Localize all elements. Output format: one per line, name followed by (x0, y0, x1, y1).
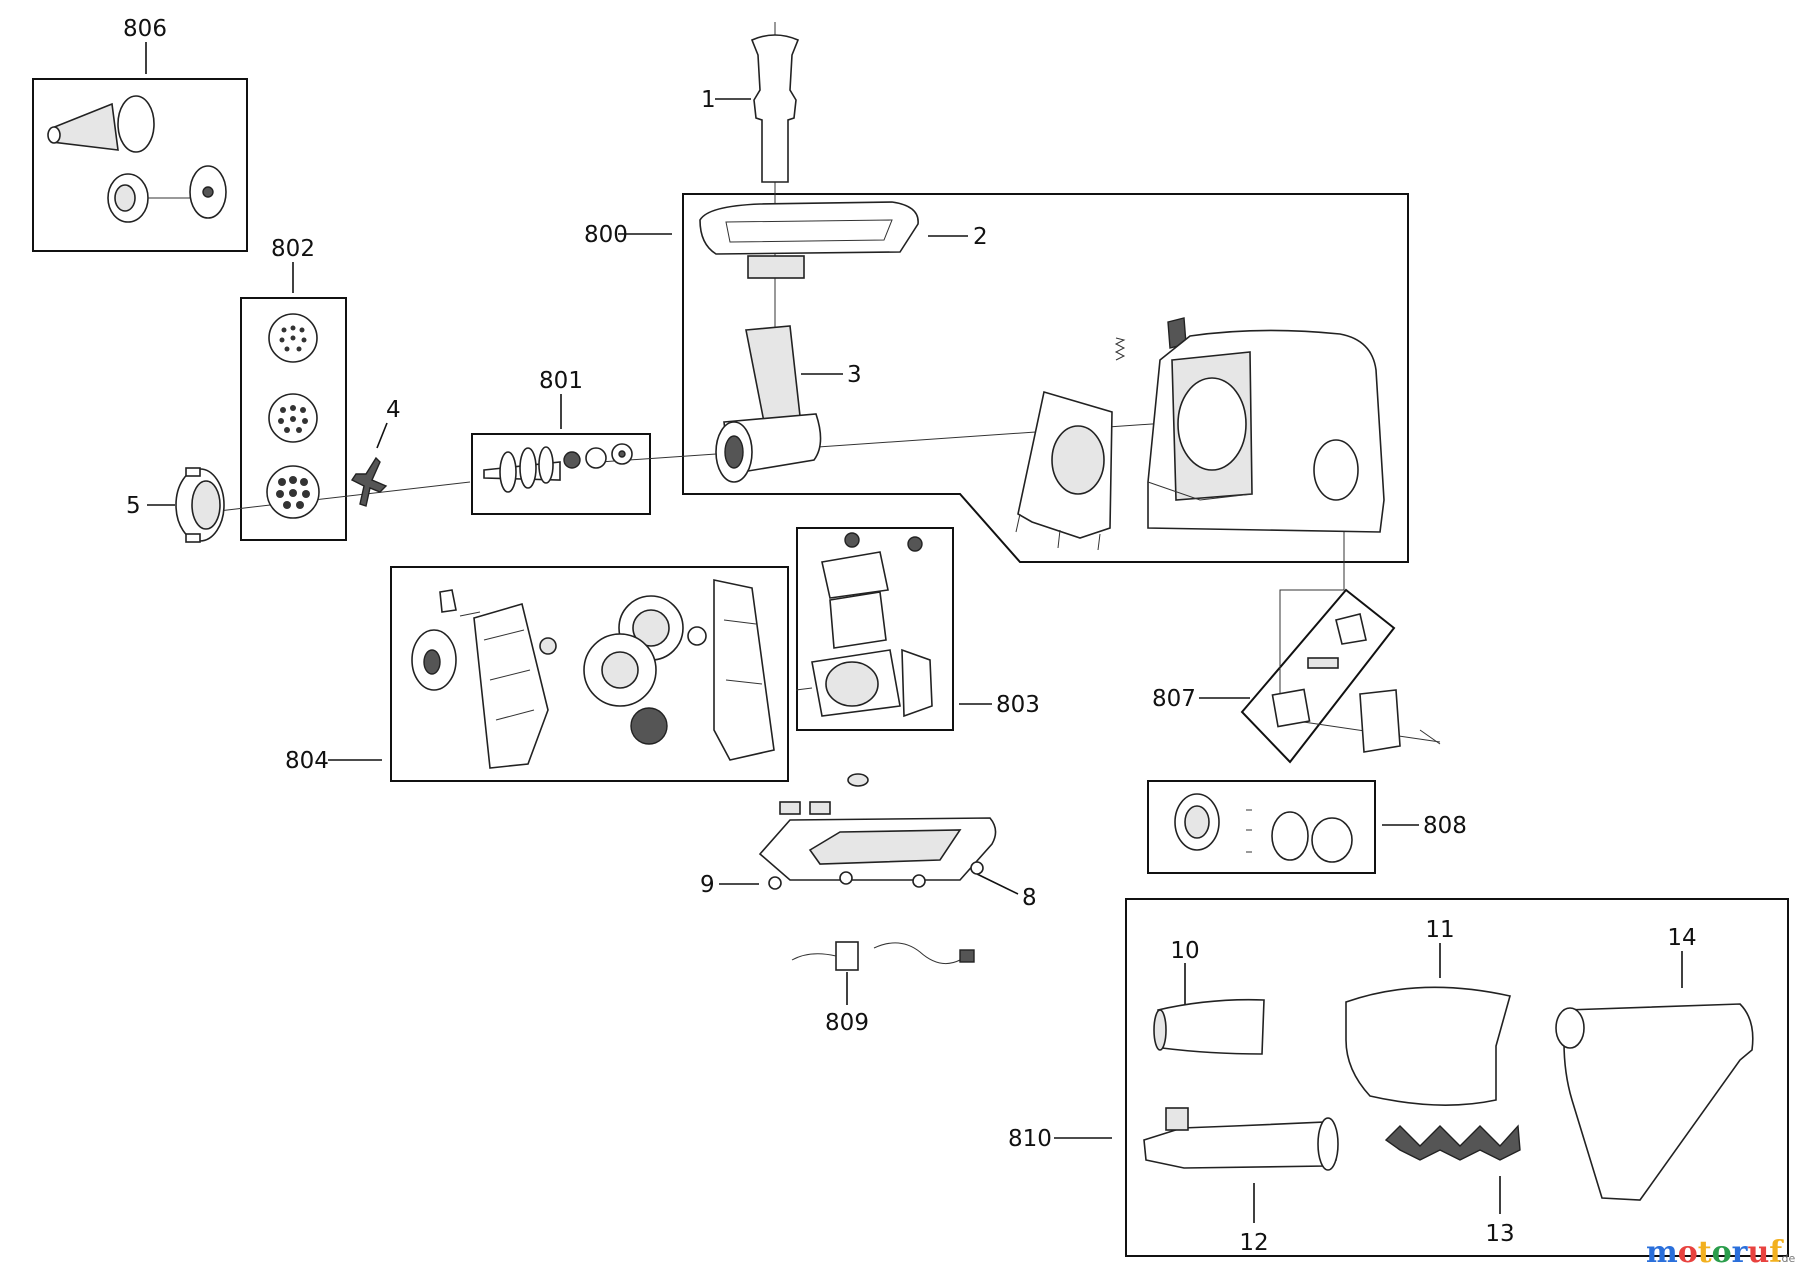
power-cord (791, 941, 975, 971)
ring-nut (175, 467, 225, 543)
watermark-logo: motoruf (1646, 1235, 1784, 1270)
food-pusher (750, 34, 800, 183)
mincing-discs (266, 313, 320, 519)
box-800 (682, 193, 1409, 563)
box-810 (1125, 898, 1789, 1257)
housing-11 (1345, 986, 1511, 1106)
label-4: 4 (386, 397, 401, 423)
label-8: 8 (1022, 885, 1037, 911)
label-5: 5 (126, 493, 141, 519)
label-1: 1 (701, 87, 716, 113)
axis-body (599, 419, 1211, 463)
label-3: 3 (847, 362, 862, 388)
watermark-letter: o (1712, 1235, 1732, 1270)
label-807: 807 (1152, 686, 1196, 712)
label-802: 802 (271, 236, 315, 262)
label-809: 809 (825, 1010, 869, 1036)
front-cover (1015, 390, 1113, 551)
axis-front (209, 481, 471, 513)
box-806 (32, 78, 248, 252)
watermark-letter: t (1698, 1235, 1712, 1270)
box-804 (390, 566, 789, 782)
knife (350, 456, 388, 507)
feeding-tray (699, 201, 919, 279)
watermark-letter: r (1732, 1235, 1749, 1270)
label-803: 803 (996, 692, 1040, 718)
leader-8 (976, 873, 1019, 895)
switch-assembly (1271, 613, 1441, 753)
sieve-10 (1157, 998, 1265, 1055)
auger-13 (1384, 1124, 1521, 1161)
watermark-suffix: .de (1778, 1252, 1795, 1265)
motor-body (1147, 329, 1385, 533)
rear-cap-assembly (1174, 793, 1353, 863)
label-11: 11 (1425, 917, 1454, 943)
watermark-letter: m (1646, 1235, 1678, 1270)
label-13: 13 (1485, 1221, 1514, 1247)
label-12: 12 (1239, 1230, 1268, 1256)
grinder-head (715, 325, 822, 483)
watermark-letter: o (1678, 1235, 1698, 1270)
box-801 (471, 433, 651, 515)
watermark-letter: u (1747, 1235, 1769, 1270)
label-800: 800 (584, 222, 628, 248)
label-14: 14 (1667, 925, 1696, 951)
label-801: 801 (539, 368, 583, 394)
cover-14 (1563, 1003, 1754, 1201)
label-808: 808 (1423, 813, 1467, 839)
box-802 (240, 297, 347, 541)
label-804: 804 (285, 748, 329, 774)
label-810: 810 (1008, 1126, 1052, 1152)
label-2: 2 (973, 224, 988, 250)
label-10: 10 (1170, 938, 1199, 964)
spring (1114, 337, 1126, 361)
auger-set (483, 443, 633, 493)
watermark-letter: f (1769, 1235, 1784, 1270)
box-808 (1147, 780, 1376, 874)
sausage-attachment (47, 95, 227, 223)
box-803 (796, 527, 954, 731)
label-806: 806 (123, 16, 167, 42)
juicer-attachments (1143, 986, 1754, 1201)
base-plate (758, 773, 997, 890)
label-9: 9 (700, 872, 715, 898)
gearbox-assembly (411, 579, 775, 769)
leader-4 (376, 422, 388, 449)
box-807 (1240, 588, 1396, 764)
motor-assembly (795, 532, 933, 718)
